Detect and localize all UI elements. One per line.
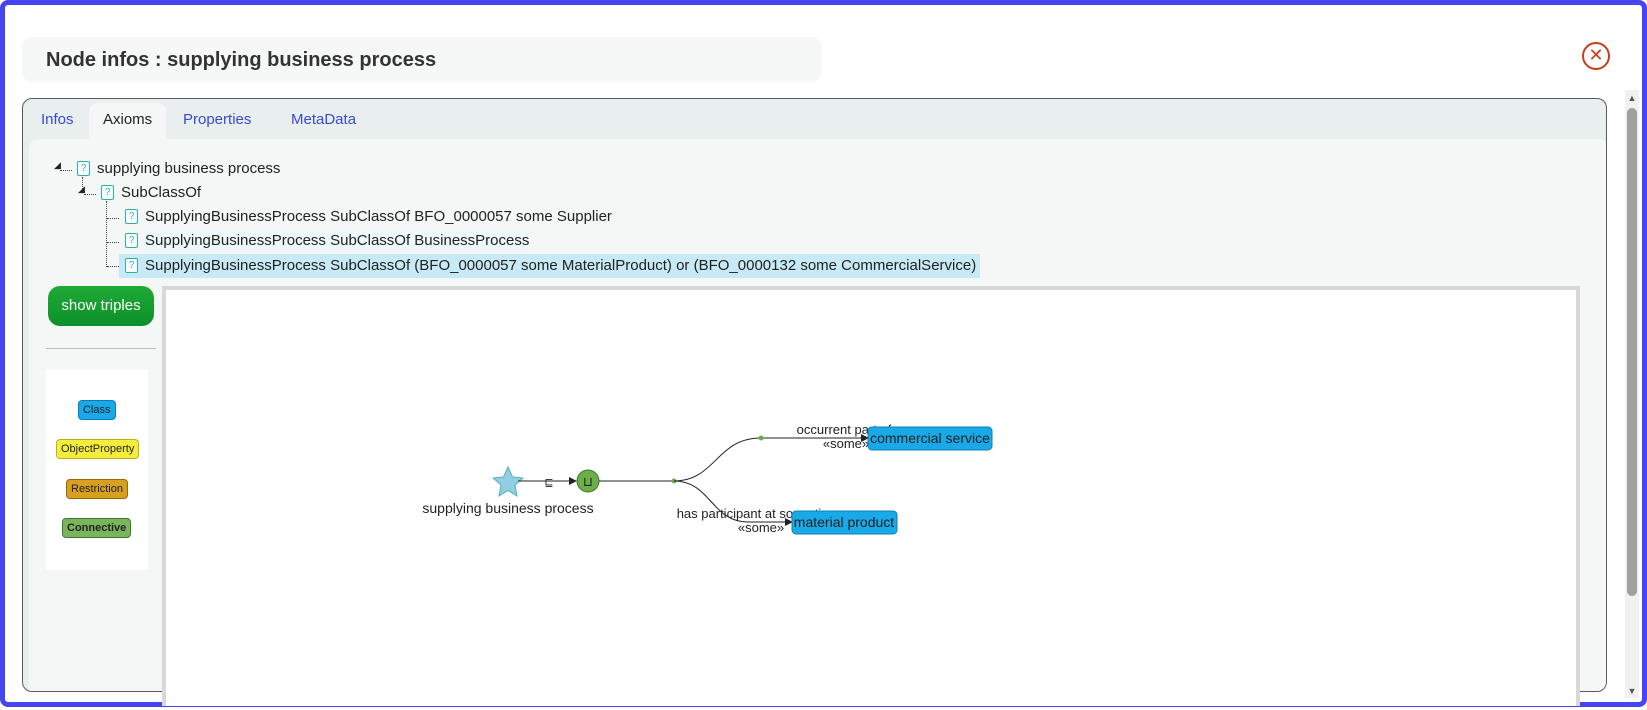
tree-axiom-item-selected[interactable]: SupplyingBusinessProcess SubClassOf (BFO…	[119, 254, 981, 278]
source-node-label: supplying business process	[422, 500, 593, 516]
scroll-down-icon[interactable]: ▼	[1627, 686, 1637, 696]
node-help-icon: ?	[125, 233, 138, 248]
tree-toggle-icon[interactable]: ◢	[54, 160, 61, 170]
node-help-icon: ?	[101, 185, 114, 200]
tree-connector	[107, 242, 119, 243]
star-node-icon[interactable]	[491, 465, 525, 498]
tree-connector	[84, 194, 96, 195]
legend-connective: Connective	[62, 518, 132, 538]
scrollbar-thumb[interactable]	[1627, 108, 1637, 596]
show-triples-button[interactable]: show triples	[48, 286, 154, 326]
graph-canvas[interactable]: supplying business process ⊑ ⊔ occurrent…	[162, 286, 1580, 706]
node-help-icon: ?	[77, 161, 90, 176]
tree-toggle-icon[interactable]: ◢	[78, 184, 85, 194]
legend: Class ObjectProperty Restriction Connect…	[46, 370, 148, 570]
tab-axioms[interactable]: Axioms	[89, 103, 167, 139]
edge-occurrent-part-of	[673, 434, 869, 482]
edge-has-participant	[673, 480, 793, 526]
tree-connector	[60, 170, 72, 171]
tab-metadata[interactable]: MetaData	[291, 111, 357, 128]
tree-axiom-item[interactable]: SupplyingBusinessProcess SubClassOf BFO_…	[145, 208, 612, 225]
divider	[46, 348, 156, 349]
tree-connector	[107, 218, 119, 219]
tree-root-node[interactable]: supplying business process	[97, 160, 281, 177]
class-node-commercial-service[interactable]	[867, 426, 993, 451]
tab-infos[interactable]: Infos	[41, 111, 74, 128]
legend-restriction: Restriction	[66, 479, 128, 499]
tree-connector	[82, 177, 83, 191]
tree-axiom-item[interactable]: SupplyingBusinessProcess SubClassOf Busi…	[145, 230, 530, 252]
class-node-label: commercial service	[870, 430, 990, 446]
tab-properties[interactable]: Properties	[183, 111, 252, 128]
tree-connector	[107, 266, 119, 267]
close-icon[interactable]: ✕	[1582, 42, 1610, 70]
restriction-point	[758, 435, 764, 441]
legend-class: Class	[78, 400, 116, 420]
tree-connector	[106, 201, 107, 267]
scroll-up-icon[interactable]: ▲	[1627, 93, 1637, 103]
dialog-title: Node infos : supplying business process	[46, 49, 437, 71]
node-help-icon: ?	[125, 258, 138, 273]
axiom-graph: supplying business process ⊑ ⊔ occurrent…	[422, 422, 993, 535]
edge2-quantifier: «some»	[738, 520, 784, 535]
class-node-label: material product	[794, 514, 894, 530]
class-node-material-product[interactable]	[791, 510, 898, 535]
legend-object-property: ObjectProperty	[56, 439, 140, 459]
union-symbol: ⊔	[583, 474, 593, 489]
subclass-symbol: ⊑	[544, 477, 553, 489]
edge1-quantifier: «some»	[823, 436, 869, 451]
tree-subclassof-node[interactable]: SubClassOf	[121, 184, 202, 201]
node-help-icon: ?	[125, 209, 138, 224]
dialog-title-bar: Node infos : supplying business process	[22, 37, 822, 82]
